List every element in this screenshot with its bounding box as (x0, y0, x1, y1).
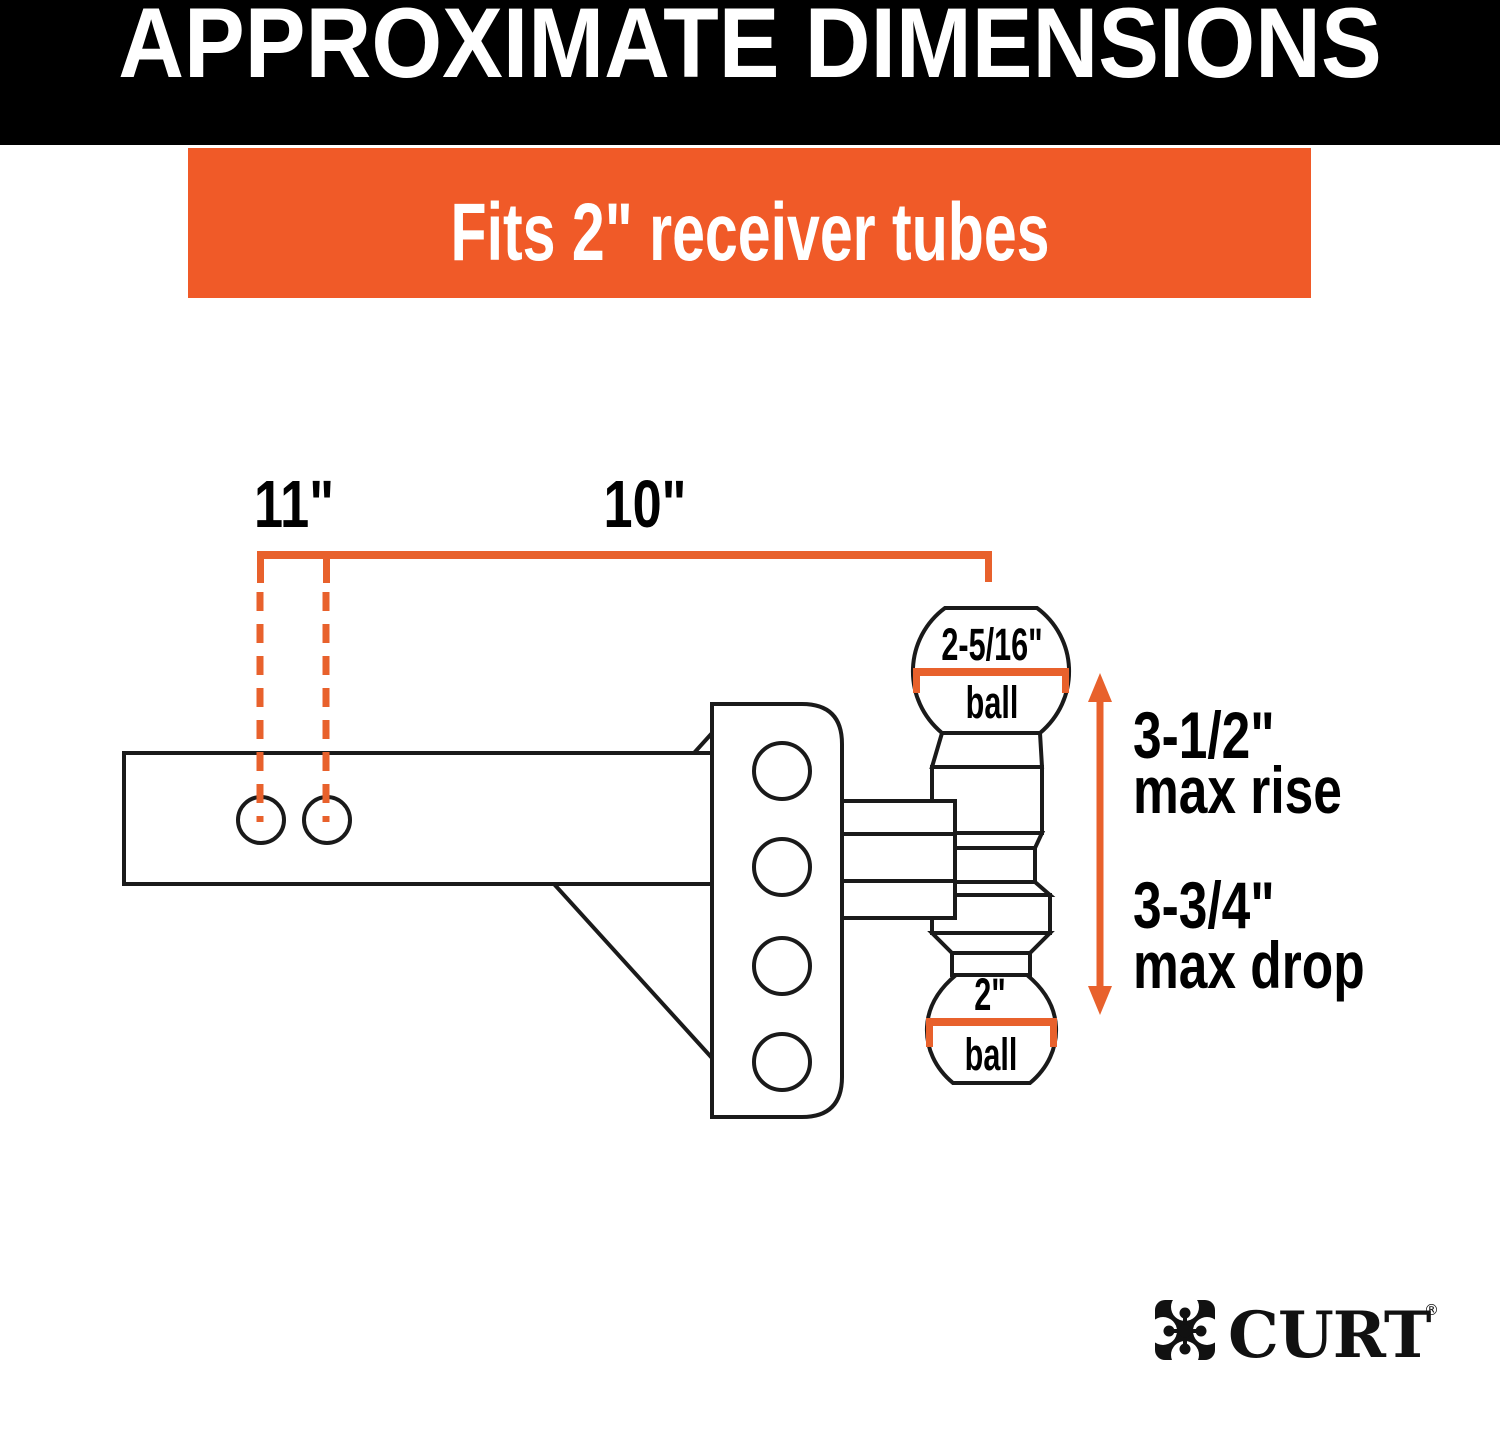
bottom-ball (924, 973, 1059, 1085)
top-ball-neck (929, 731, 1045, 769)
dimension-line-horizontal (257, 551, 992, 559)
top-ball-word-label: ball (966, 678, 1019, 728)
dimension-labels: 11" 10" 2-5/16" ball 2" ball 3-1/2" max … (254, 467, 1365, 1081)
receiver-size-banner: Fits 2" receiver tubes (188, 148, 1311, 298)
plate-hole (752, 741, 812, 801)
curt-logo-icon (1149, 1293, 1221, 1369)
adjustment-plate (710, 702, 844, 1119)
curt-wordmark: CURT (1228, 1298, 1431, 1373)
arrow-down-icon (1088, 986, 1112, 1015)
dimension-tick (1062, 668, 1069, 693)
dim-label-11in: 11" (254, 467, 334, 542)
bottom-ball-size-label: 2" (974, 970, 1006, 1020)
hitch-drawing (122, 606, 1072, 1119)
shaft-waist (951, 846, 1037, 884)
curt-logo: CURT ® (1149, 1293, 1439, 1373)
max-drop-label: max drop (1133, 928, 1365, 1003)
max-drop-value: 3-3/4" (1133, 868, 1275, 943)
plate-hole (752, 936, 812, 996)
dimension-tick (1050, 1018, 1057, 1047)
weld-chamfer-line (692, 730, 715, 755)
shank-tube (122, 751, 714, 886)
top-ball-size-label: 2-5/16" (941, 620, 1042, 670)
max-rise-value: 3-1/2" (1133, 698, 1275, 773)
plate-hole (752, 1032, 812, 1092)
dimension-tick (985, 551, 992, 582)
ball-platform (840, 799, 957, 920)
registered-mark: ® (1424, 1301, 1439, 1319)
bottom-ball-word-label: ball (965, 1030, 1018, 1080)
arrow-up-icon (1088, 673, 1112, 702)
gusset-line (552, 882, 714, 1060)
plate-hole (752, 837, 812, 897)
max-rise-label: max rise (1133, 753, 1342, 828)
header-bar: APPROXIMATE DIMENSIONS (0, 0, 1500, 145)
top-ball-measure-line (913, 668, 1069, 676)
bottom-ball-measure-line (926, 1018, 1057, 1026)
dimension-tick (913, 668, 920, 693)
dim-label-10in: 10" (604, 467, 687, 542)
page-title: APPROXIMATE DIMENSIONS (118, 0, 1382, 98)
dimension-tick (926, 1018, 933, 1047)
ball-shaft (910, 606, 1072, 1085)
receiver-size-text: Fits 2" receiver tubes (450, 187, 1049, 278)
dimension-lines (256, 551, 1112, 1047)
shaft-chamfer (927, 931, 1055, 955)
dimension-tick (323, 551, 330, 583)
dimension-tick (257, 551, 264, 583)
platform-rail (840, 799, 957, 920)
